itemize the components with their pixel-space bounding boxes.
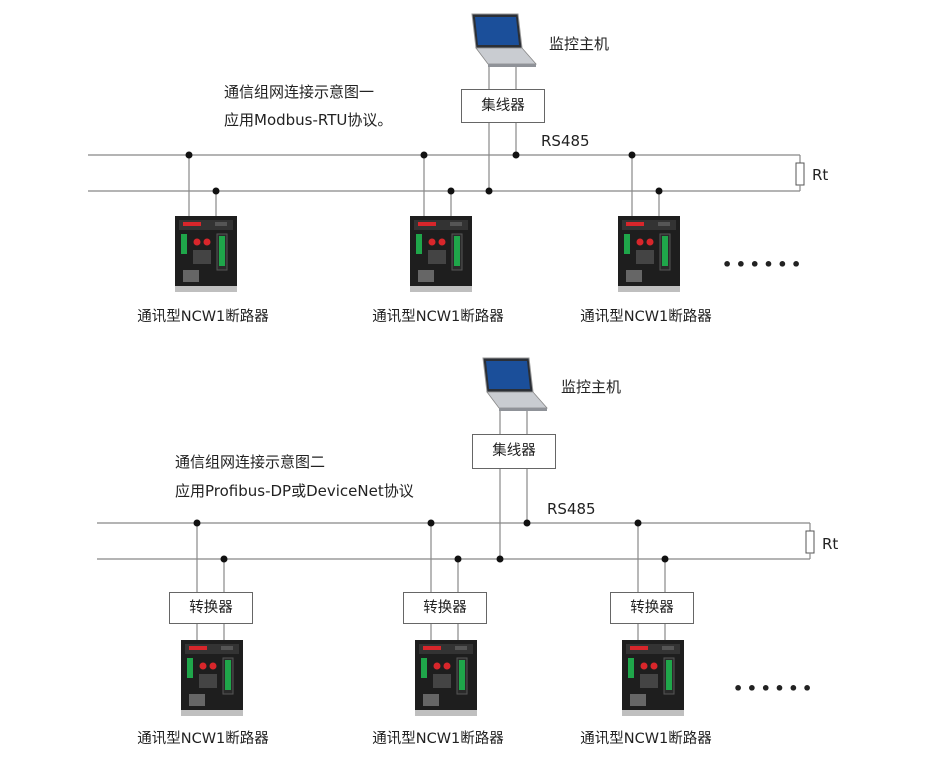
diagram1-terminator-label: Rt [812,166,829,184]
junction-dot [485,187,493,195]
junction-dot [512,151,520,159]
junction-dot [420,151,428,159]
diagram1-breaker-caption-1: 通讯型NCW1断路器 [137,309,269,325]
diagram2-title-line2: 应用Profibus-DP或DeviceNet协议 [175,482,414,500]
junction-dot [634,519,642,527]
diagram2-title-line1: 通信组网连接示意图二 [175,453,326,471]
diagram2-ellipsis: • • • • • • [733,679,812,698]
converter-box-1: 转换器 [169,592,253,624]
converter-label: 转换器 [630,600,674,616]
terminator-resistor-2 [805,530,815,554]
diagram1-title-line1: 通信组网连接示意图一 [224,83,375,101]
hub-label: 集线器 [492,443,536,459]
breaker-icon [618,216,680,292]
diagram1-host-label: 监控主机 [549,35,610,53]
converter-label: 转换器 [423,600,467,616]
diagram1-title-line2: 应用Modbus-RTU协议。 [224,111,393,129]
junction-dot [661,555,669,563]
junction-dot [496,555,504,563]
breaker-icon [410,216,472,292]
diagram1-breaker-caption-2: 通讯型NCW1断路器 [372,309,504,325]
diagram1-bus-label: RS485 [541,132,590,150]
junction-dot [447,187,455,195]
junction-dot [628,151,636,159]
junction-dot [454,555,462,563]
junction-dot [220,555,228,563]
converter-box-3: 转换器 [610,592,694,624]
diagram2-breaker-caption-3: 通讯型NCW1断路器 [580,731,712,747]
laptop-icon [471,13,537,67]
breaker-icon [181,640,243,716]
laptop-icon [482,357,548,411]
diagram2-host-label: 监控主机 [561,378,622,396]
hub-label: 集线器 [481,98,525,114]
junction-dot [185,151,193,159]
breaker-icon [175,216,237,292]
terminator-resistor-1 [795,162,805,186]
junction-dot [523,519,531,527]
junction-dot [427,519,435,527]
converter-box-2: 转换器 [403,592,487,624]
diagram2-bus-label: RS485 [547,500,596,518]
diagram2-hub-box: 集线器 [472,434,556,469]
diagram2-terminator-label: Rt [822,535,839,553]
diagram1-hub-box: 集线器 [461,89,545,123]
converter-label: 转换器 [189,600,233,616]
diagram1-breaker-caption-3: 通讯型NCW1断路器 [580,309,712,325]
diagram1-ellipsis: • • • • • • [722,255,801,274]
junction-dot [655,187,663,195]
diagram2-breaker-caption-1: 通讯型NCW1断路器 [137,731,269,747]
junction-dot [193,519,201,527]
breaker-icon [415,640,477,716]
junction-dot [212,187,220,195]
breaker-icon [622,640,684,716]
diagram2-breaker-caption-2: 通讯型NCW1断路器 [372,731,504,747]
